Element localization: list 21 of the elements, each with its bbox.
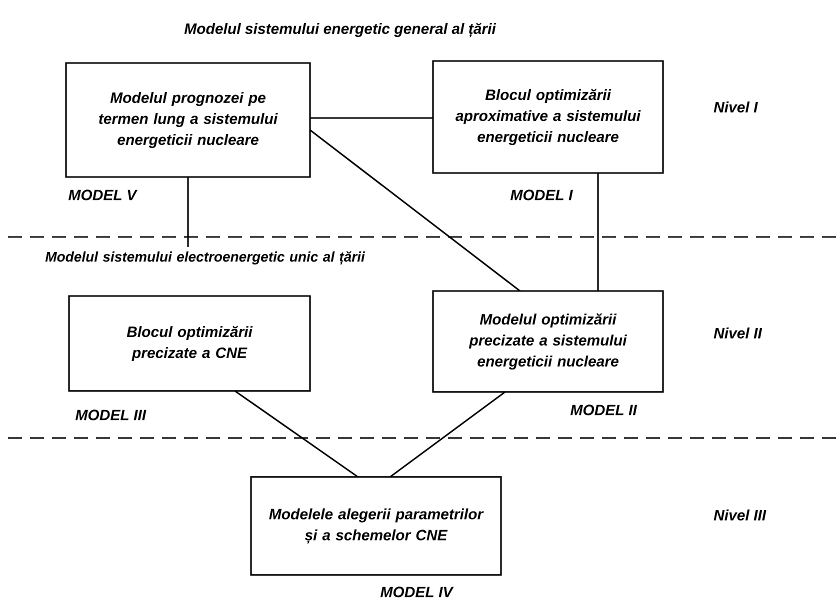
title: Modelul sistemului energetic general al țării	[184, 22, 496, 38]
model-box: Modelul prognozei pe termen lung a sistemului energeticii nucleare	[65, 62, 311, 178]
level-label: Nivel III	[714, 509, 766, 520]
connector-line	[310, 117, 433, 119]
connector-line	[310, 129, 520, 292]
connector-line	[187, 177, 189, 247]
model-label: MODEL I	[510, 190, 573, 200]
model-label: MODEL II	[570, 404, 638, 416]
model-label: MODEL IV	[380, 586, 454, 598]
heading: Modelul sistemului electroenergetic unic al țării	[45, 251, 366, 265]
connector-line	[390, 391, 506, 478]
model-label: MODEL V	[68, 190, 138, 200]
model-label: MODEL III	[75, 410, 146, 420]
model-box: Modelele alegerii parametrilor și a schemelor CNE	[250, 476, 502, 576]
connector-line	[597, 173, 599, 291]
model-box: Modelul optimizării precizate a sistemului energeticii nucleare	[432, 290, 664, 393]
connector-line	[234, 390, 358, 478]
model-box: Blocul optimizării aproximative a sistemului energeticii nucleare	[432, 60, 664, 174]
level-label: Nivel II	[714, 327, 762, 338]
level-label: Nivel I	[714, 101, 758, 112]
model-box: Blocul optimizării precizate a CNE	[68, 295, 311, 392]
